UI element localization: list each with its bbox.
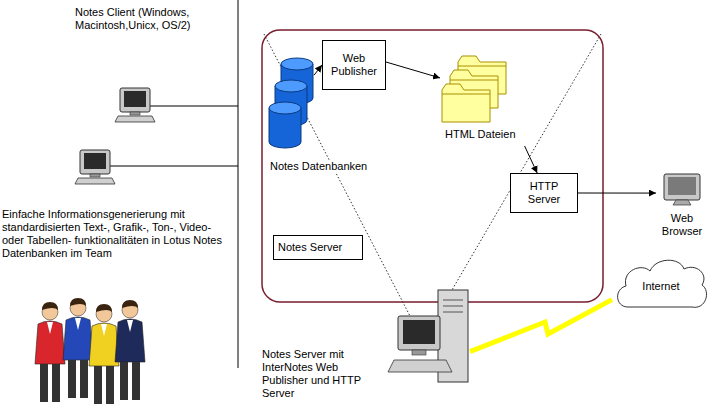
- flow-arrow: [525, 146, 538, 173]
- server-computer: [388, 290, 468, 382]
- cloud-outline: [618, 260, 707, 307]
- server-icon: Notes Server mit InterNotes Web Publishe…: [262, 296, 470, 412]
- file-folder: [442, 84, 490, 122]
- process-box: Web Publisher: [322, 40, 386, 90]
- server-region: [262, 30, 603, 302]
- node-label: Notes Server: [278, 241, 342, 254]
- node-label: Notes Server mit InterNotes Web Publishe…: [262, 348, 366, 400]
- browser-computer: [664, 174, 700, 205]
- node-label: Notes Datenbanken: [268, 160, 369, 173]
- note-text: Notes Client (Windows, Macintosh,Unicx, …: [75, 6, 210, 32]
- cloud-shape: Internet: [612, 255, 710, 317]
- network-wire: [110, 166, 238, 167]
- node-label: HTML Dateien: [445, 128, 516, 141]
- node-label: Web Browser: [656, 212, 708, 238]
- flow-arrow: [578, 193, 656, 194]
- process-box: HTTP Server: [510, 173, 578, 213]
- client-computer: [75, 150, 115, 184]
- file-icon: HTML Dateien: [440, 54, 530, 146]
- node-label: HTTP Server: [515, 180, 573, 206]
- node-label: Web Publisher: [327, 52, 381, 78]
- database-cylinder: [269, 102, 301, 148]
- lightning-link: [470, 300, 612, 352]
- network-bus: [238, 0, 239, 368]
- node-label: Internet: [642, 280, 679, 293]
- browser-icon: Web Browser: [656, 172, 708, 240]
- client-computer: [115, 88, 155, 122]
- projection-line: [452, 34, 601, 290]
- flow-arrow: [314, 65, 322, 75]
- network-wire: [150, 106, 238, 107]
- process-box: Notes Server: [273, 235, 363, 260]
- flow-arrow: [386, 62, 440, 78]
- projection-line: [264, 34, 410, 316]
- database-icon: Notes Datenbanken: [268, 56, 314, 152]
- team-people: [35, 298, 145, 404]
- note-text: Einfache Informationsgenerierung mit sta…: [2, 208, 234, 260]
